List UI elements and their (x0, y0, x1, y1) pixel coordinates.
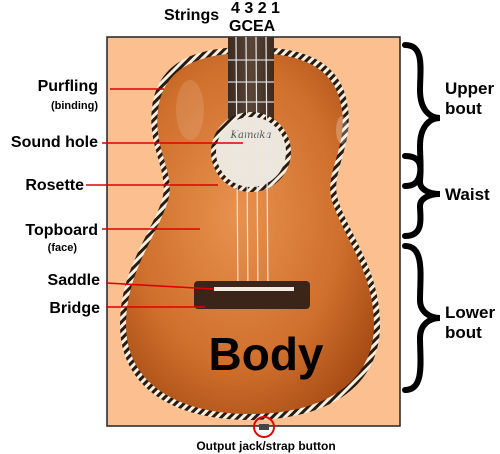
output-jack-marker (253, 416, 275, 438)
svg-text:Kamaka: Kamaka (230, 130, 272, 141)
sound-hole (216, 117, 286, 187)
string-1 (265, 36, 269, 297)
upper-bout-label-line2: bout (445, 99, 482, 118)
upper-bout-label-line1: Upper (445, 79, 495, 98)
string-notes: GCEA (229, 18, 276, 35)
topboard-sub-label: (face) (48, 242, 78, 254)
rosette-label: Rosette (25, 177, 84, 194)
string-4 (235, 36, 239, 297)
saddle-label: Saddle (48, 272, 101, 289)
brace-waist (402, 153, 441, 239)
saddle-line (105, 282, 215, 290)
sound-hole-label: Sound hole (11, 134, 98, 151)
purfling-label: Purfling (38, 78, 98, 95)
bridge-label: Bridge (49, 300, 100, 317)
output-jack-label: Output jack/strap button (196, 439, 335, 453)
saddle (214, 287, 294, 291)
lower-bout-label-line2: bout (445, 323, 482, 342)
body-label: Body (209, 328, 324, 380)
waist-label: Waist (445, 185, 490, 204)
string-2 (255, 36, 259, 297)
string-3 (245, 36, 249, 297)
strings-label: Strings (164, 7, 219, 24)
bridge (194, 281, 310, 309)
purfling-sub-label: (binding) (51, 100, 98, 112)
lower-bout-label-line1: Lower (445, 303, 495, 322)
brace-lower-bout (402, 243, 441, 393)
annotation-lines (86, 88, 243, 308)
topboard-label: Topboard (25, 222, 98, 239)
string-numbers: 4 3 2 1 (231, 0, 280, 17)
